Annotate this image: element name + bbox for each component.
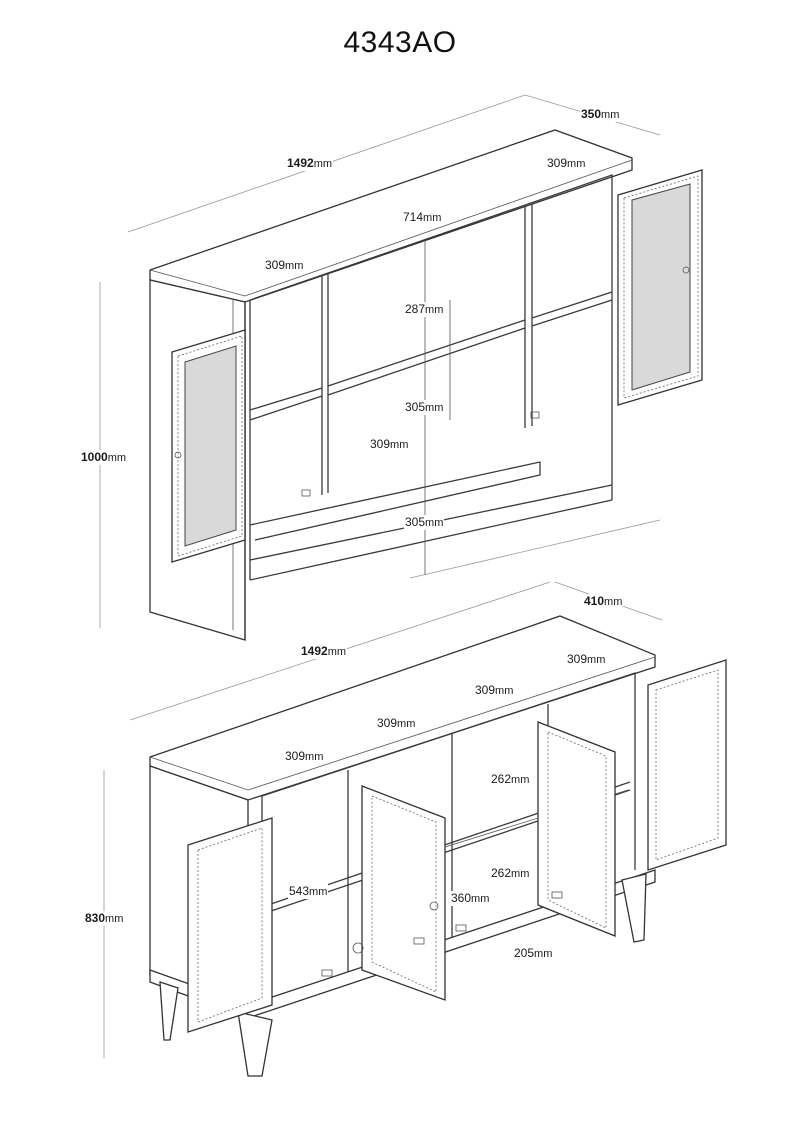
unit-label: mm (511, 774, 530, 786)
sideboard-height-label: 830mm (84, 911, 125, 926)
sideboard-comp-3-label: 309mm (474, 683, 515, 698)
hutch-compartment-right-label: 309mm (546, 156, 587, 171)
sideboard-comp-1-value: 309 (285, 749, 306, 763)
sideboard-drawing (103, 581, 727, 1077)
unit-label: mm (495, 685, 514, 697)
sideboard-comp-4-label: 309mm (566, 652, 607, 667)
hutch-height-label: 1000mm (80, 450, 128, 465)
sideboard-width-value: 1492 (301, 644, 328, 658)
sideboard-comp-1-label: 309mm (284, 749, 325, 764)
hutch-width-value: 1492 (287, 156, 314, 170)
hutch-depth-label: 350mm (580, 107, 621, 122)
hutch-center-width-value: 714 (403, 210, 424, 224)
sideboard-comp-4-value: 309 (567, 652, 588, 666)
unit-label: mm (425, 517, 444, 529)
sideboard-interior-height-label: 543mm (288, 884, 329, 899)
hutch-compartment-left-value: 309 (265, 258, 286, 272)
unit-label: mm (604, 596, 623, 608)
model-number-title: 4343AO (343, 26, 457, 59)
unit-label: mm (309, 886, 328, 898)
sideboard-height-value: 830 (85, 911, 106, 925)
hutch-top-shelf-gap-label: 287mm (404, 302, 445, 317)
unit-label: mm (390, 439, 409, 451)
hutch-depth-value: 350 (581, 107, 602, 121)
unit-label: mm (305, 751, 324, 763)
unit-label: mm (105, 913, 124, 925)
hutch-drawing (99, 94, 703, 641)
unit-label: mm (471, 893, 490, 905)
unit-label: mm (313, 158, 333, 170)
hutch-width-label: 1492mm (286, 156, 334, 171)
sideboard-shelf-gap-upper-value: 262 (491, 772, 512, 786)
sideboard-shelf-gap-lower-label: 262mm (490, 866, 531, 881)
unit-label: mm (511, 868, 530, 880)
hutch-mid-shelf-gap-label: 305mm (404, 400, 445, 415)
sideboard-width-label: 1492mm (300, 644, 348, 659)
sideboard-interior-height-value: 543 (289, 884, 310, 898)
unit-label: mm (285, 260, 304, 272)
unit-label: mm (587, 654, 606, 666)
hutch-height-value: 1000 (81, 450, 108, 464)
sideboard-leg-height-value: 205 (514, 946, 535, 960)
sideboard-interior-depth-label: 360mm (450, 891, 491, 906)
hutch-compartment-left-label: 309mm (264, 258, 305, 273)
unit-label: mm (397, 718, 416, 730)
unit-label: mm (567, 158, 586, 170)
unit-label: mm (601, 109, 620, 121)
sideboard-comp-3-value: 309 (475, 683, 496, 697)
hutch-side-shelf-gap-value: 309 (370, 437, 391, 451)
sideboard-depth-value: 410 (584, 594, 605, 608)
sideboard-shelf-gap-lower-value: 262 (491, 866, 512, 880)
hutch-mid-shelf-gap-value: 305 (405, 400, 426, 414)
hutch-top-shelf-gap-value: 287 (405, 302, 426, 316)
unit-label: mm (107, 452, 127, 464)
unit-label: mm (425, 304, 444, 316)
unit-label: mm (534, 948, 553, 960)
hutch-side-shelf-gap-label: 309mm (369, 437, 410, 452)
sideboard-leg-height-label: 205mm (513, 946, 554, 961)
sideboard-comp-2-label: 309mm (376, 716, 417, 731)
hutch-center-width-label: 714mm (402, 210, 443, 225)
sideboard-depth-label: 410mm (583, 594, 624, 609)
sideboard-interior-depth-value: 360 (451, 891, 472, 905)
sideboard-shelf-gap-upper-label: 262mm (490, 772, 531, 787)
unit-label: mm (327, 646, 347, 658)
hutch-bottom-gap-value: 305 (405, 515, 426, 529)
hutch-bottom-gap-label: 305mm (404, 515, 445, 530)
hutch-compartment-right-value: 309 (547, 156, 568, 170)
sideboard-comp-2-value: 309 (377, 716, 398, 730)
unit-label: mm (423, 212, 442, 224)
unit-label: mm (425, 402, 444, 414)
